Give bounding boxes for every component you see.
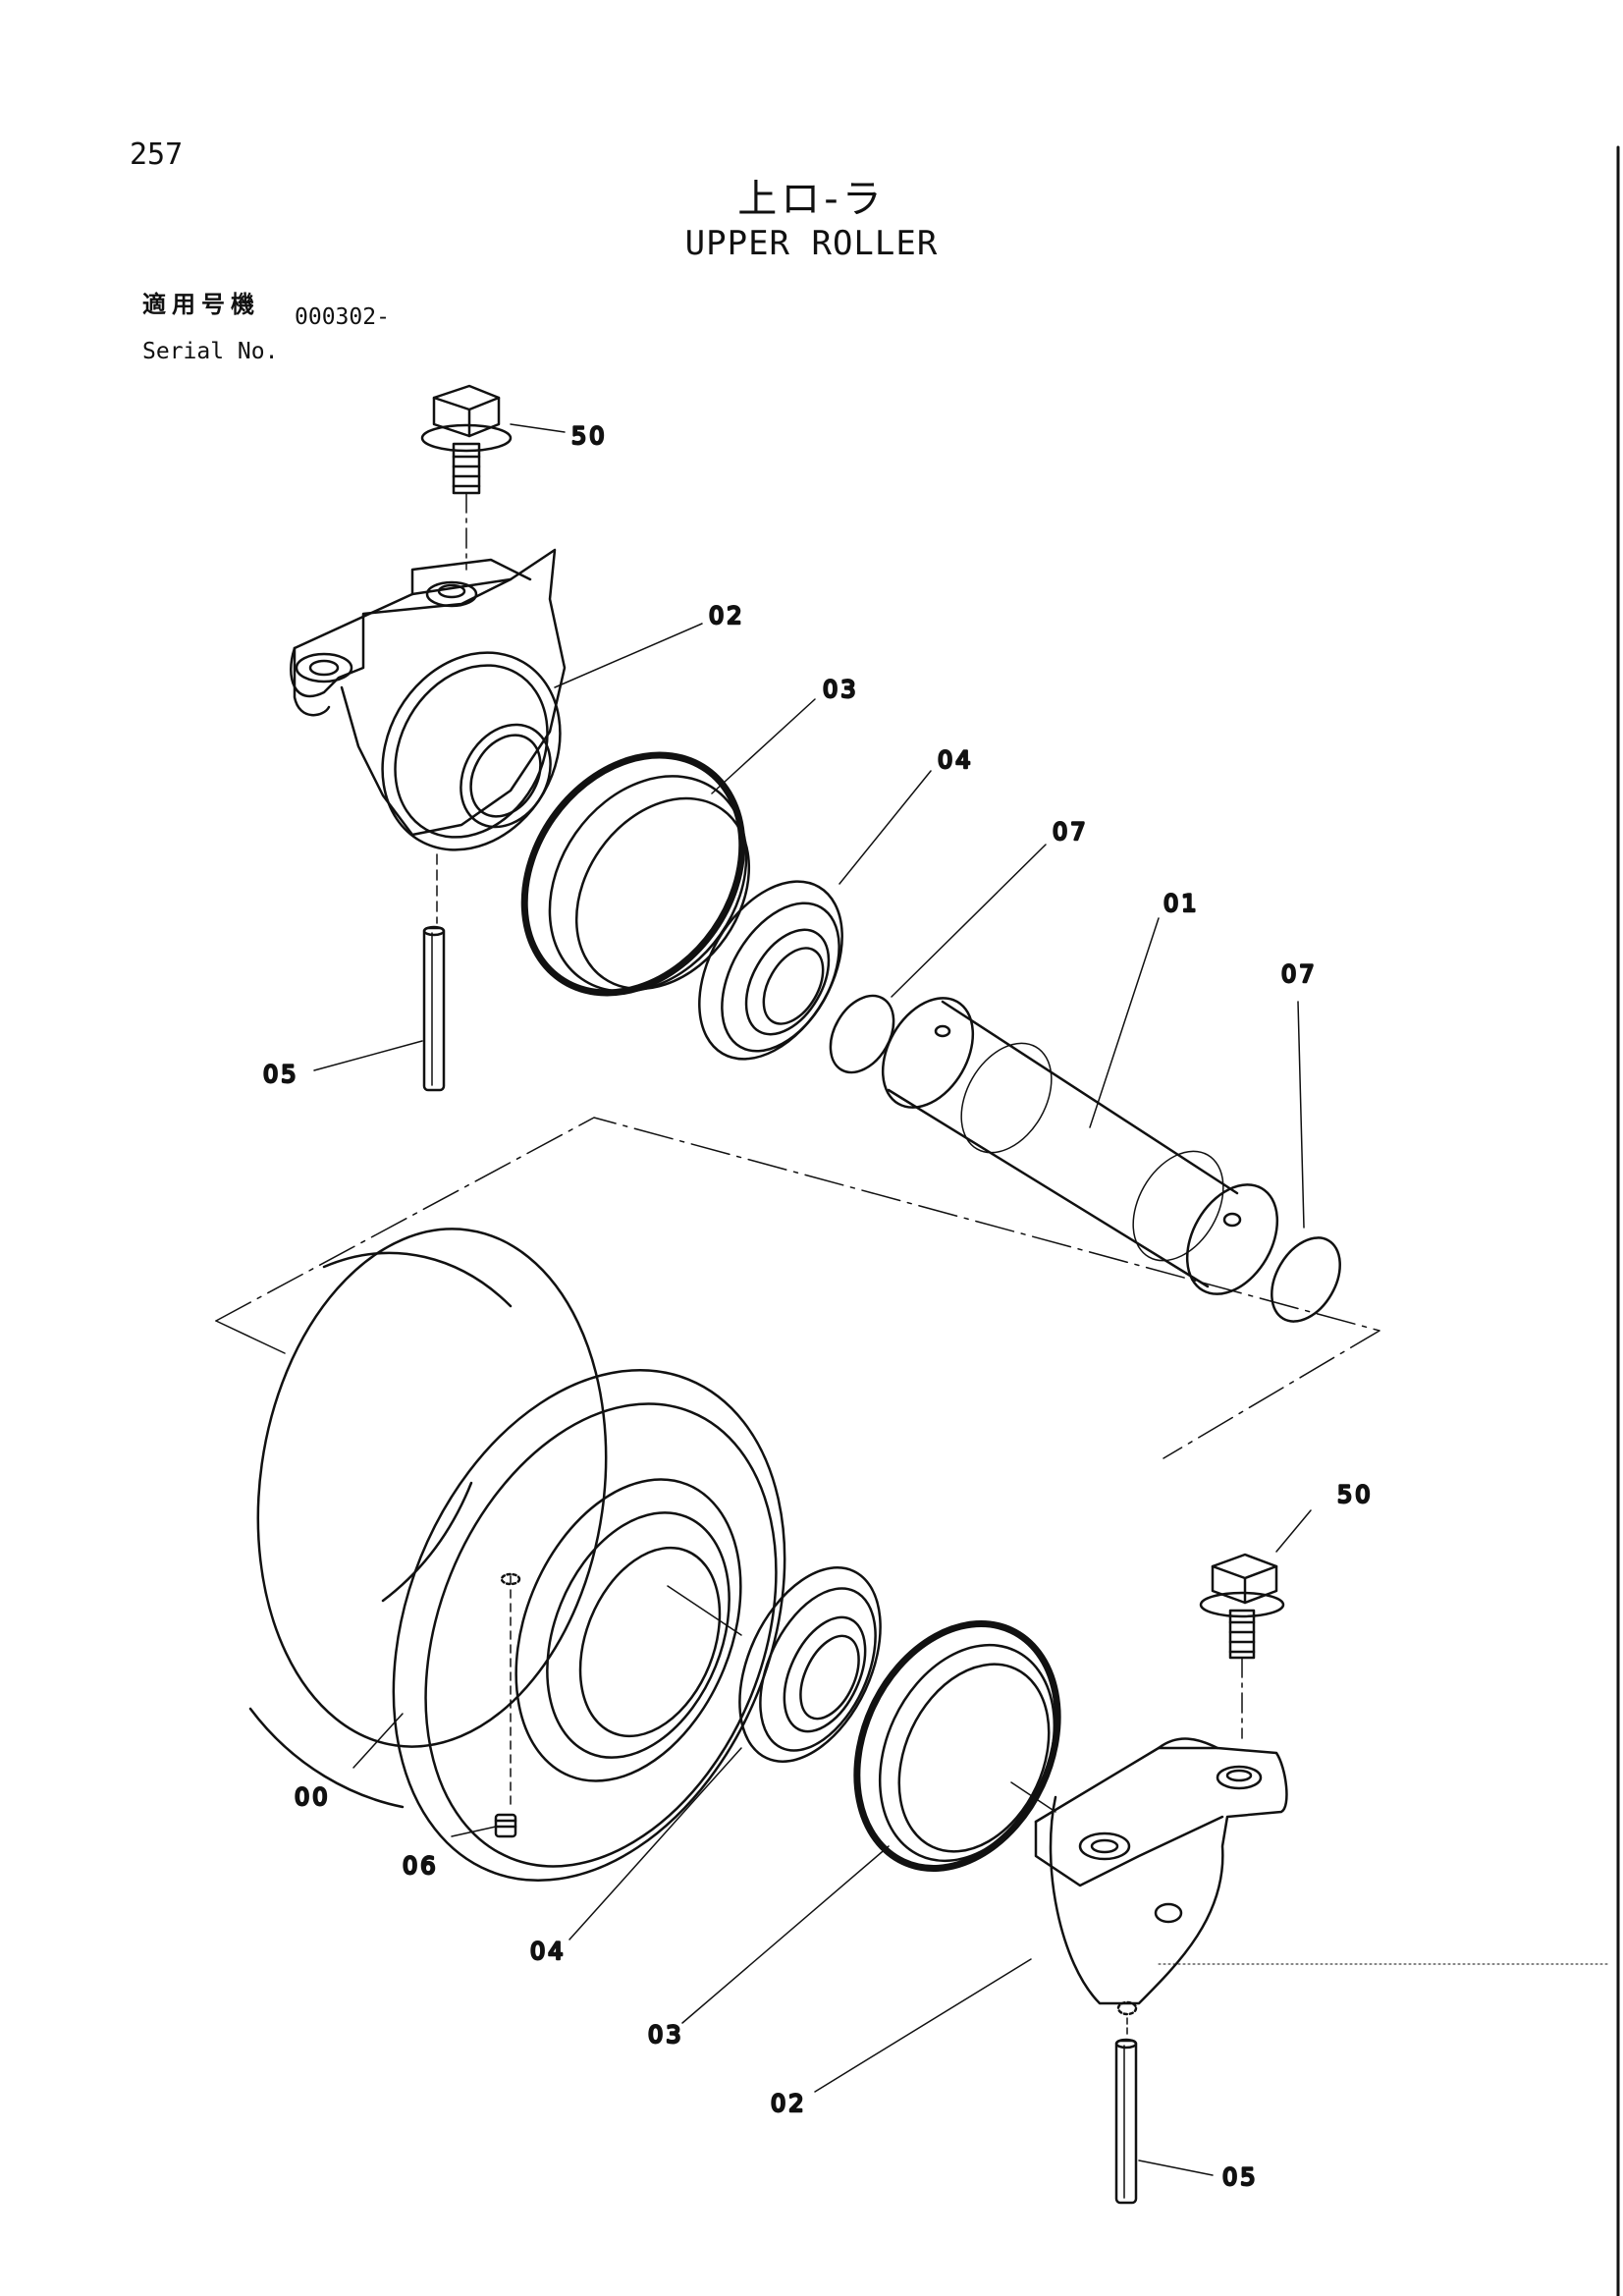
assembly-centerline-frame-end	[215, 1320, 286, 1354]
assembly-centerline-frame	[215, 1117, 1380, 1459]
plug	[494, 1813, 517, 1838]
callout-07-right: 07	[1281, 960, 1318, 988]
callout-02-bottom: 02	[771, 2090, 807, 2117]
callout-50-bottom: 50	[1337, 1481, 1374, 1508]
bolt-top	[420, 384, 513, 571]
callout-06-plug: 06	[403, 1852, 439, 1880]
page-title-english: UPPER ROLLER	[684, 224, 939, 263]
bolt-bottom	[1199, 1553, 1285, 1739]
serial-label-english: Serial No.	[142, 339, 279, 364]
shaft	[881, 997, 1279, 1295]
snap-ring-right	[1271, 1236, 1341, 1323]
callout-04-top: 04	[938, 746, 974, 774]
bearing-top	[698, 880, 843, 1061]
page-number: 257	[130, 137, 184, 172]
bearing-bottom	[667, 1566, 882, 1763]
callout-50-top: 50	[571, 422, 608, 450]
spring-pin-bottom	[1114, 2017, 1138, 2205]
floating-seal-top	[520, 751, 751, 997]
callout-04-bottom: 04	[530, 1938, 567, 1965]
callout-01-shaft: 01	[1163, 890, 1200, 917]
bracket-bottom	[1034, 1737, 1288, 2016]
callout-05-top: 05	[263, 1061, 299, 1088]
page-title-japanese: 上ロ-ラ	[737, 177, 886, 222]
bracket-top	[290, 548, 567, 924]
roller-body	[248, 1228, 786, 1883]
callout-03-top: 03	[823, 676, 859, 703]
floating-seal-bottom	[853, 1620, 1061, 1872]
callout-02-top: 02	[709, 602, 745, 629]
callout-00-roller: 00	[295, 1783, 331, 1811]
spring-pin-top	[422, 925, 446, 1092]
leader-07-right-line	[1297, 1001, 1305, 1229]
callout-07-middle: 07	[1053, 818, 1089, 846]
callout-05-bottom: 05	[1222, 2163, 1259, 2191]
serial-number-value: 000302-	[295, 304, 390, 330]
leader-lines	[313, 423, 1312, 2176]
callout-03-bottom: 03	[648, 2021, 684, 2049]
serial-label-japanese: 適用号機	[142, 291, 260, 318]
